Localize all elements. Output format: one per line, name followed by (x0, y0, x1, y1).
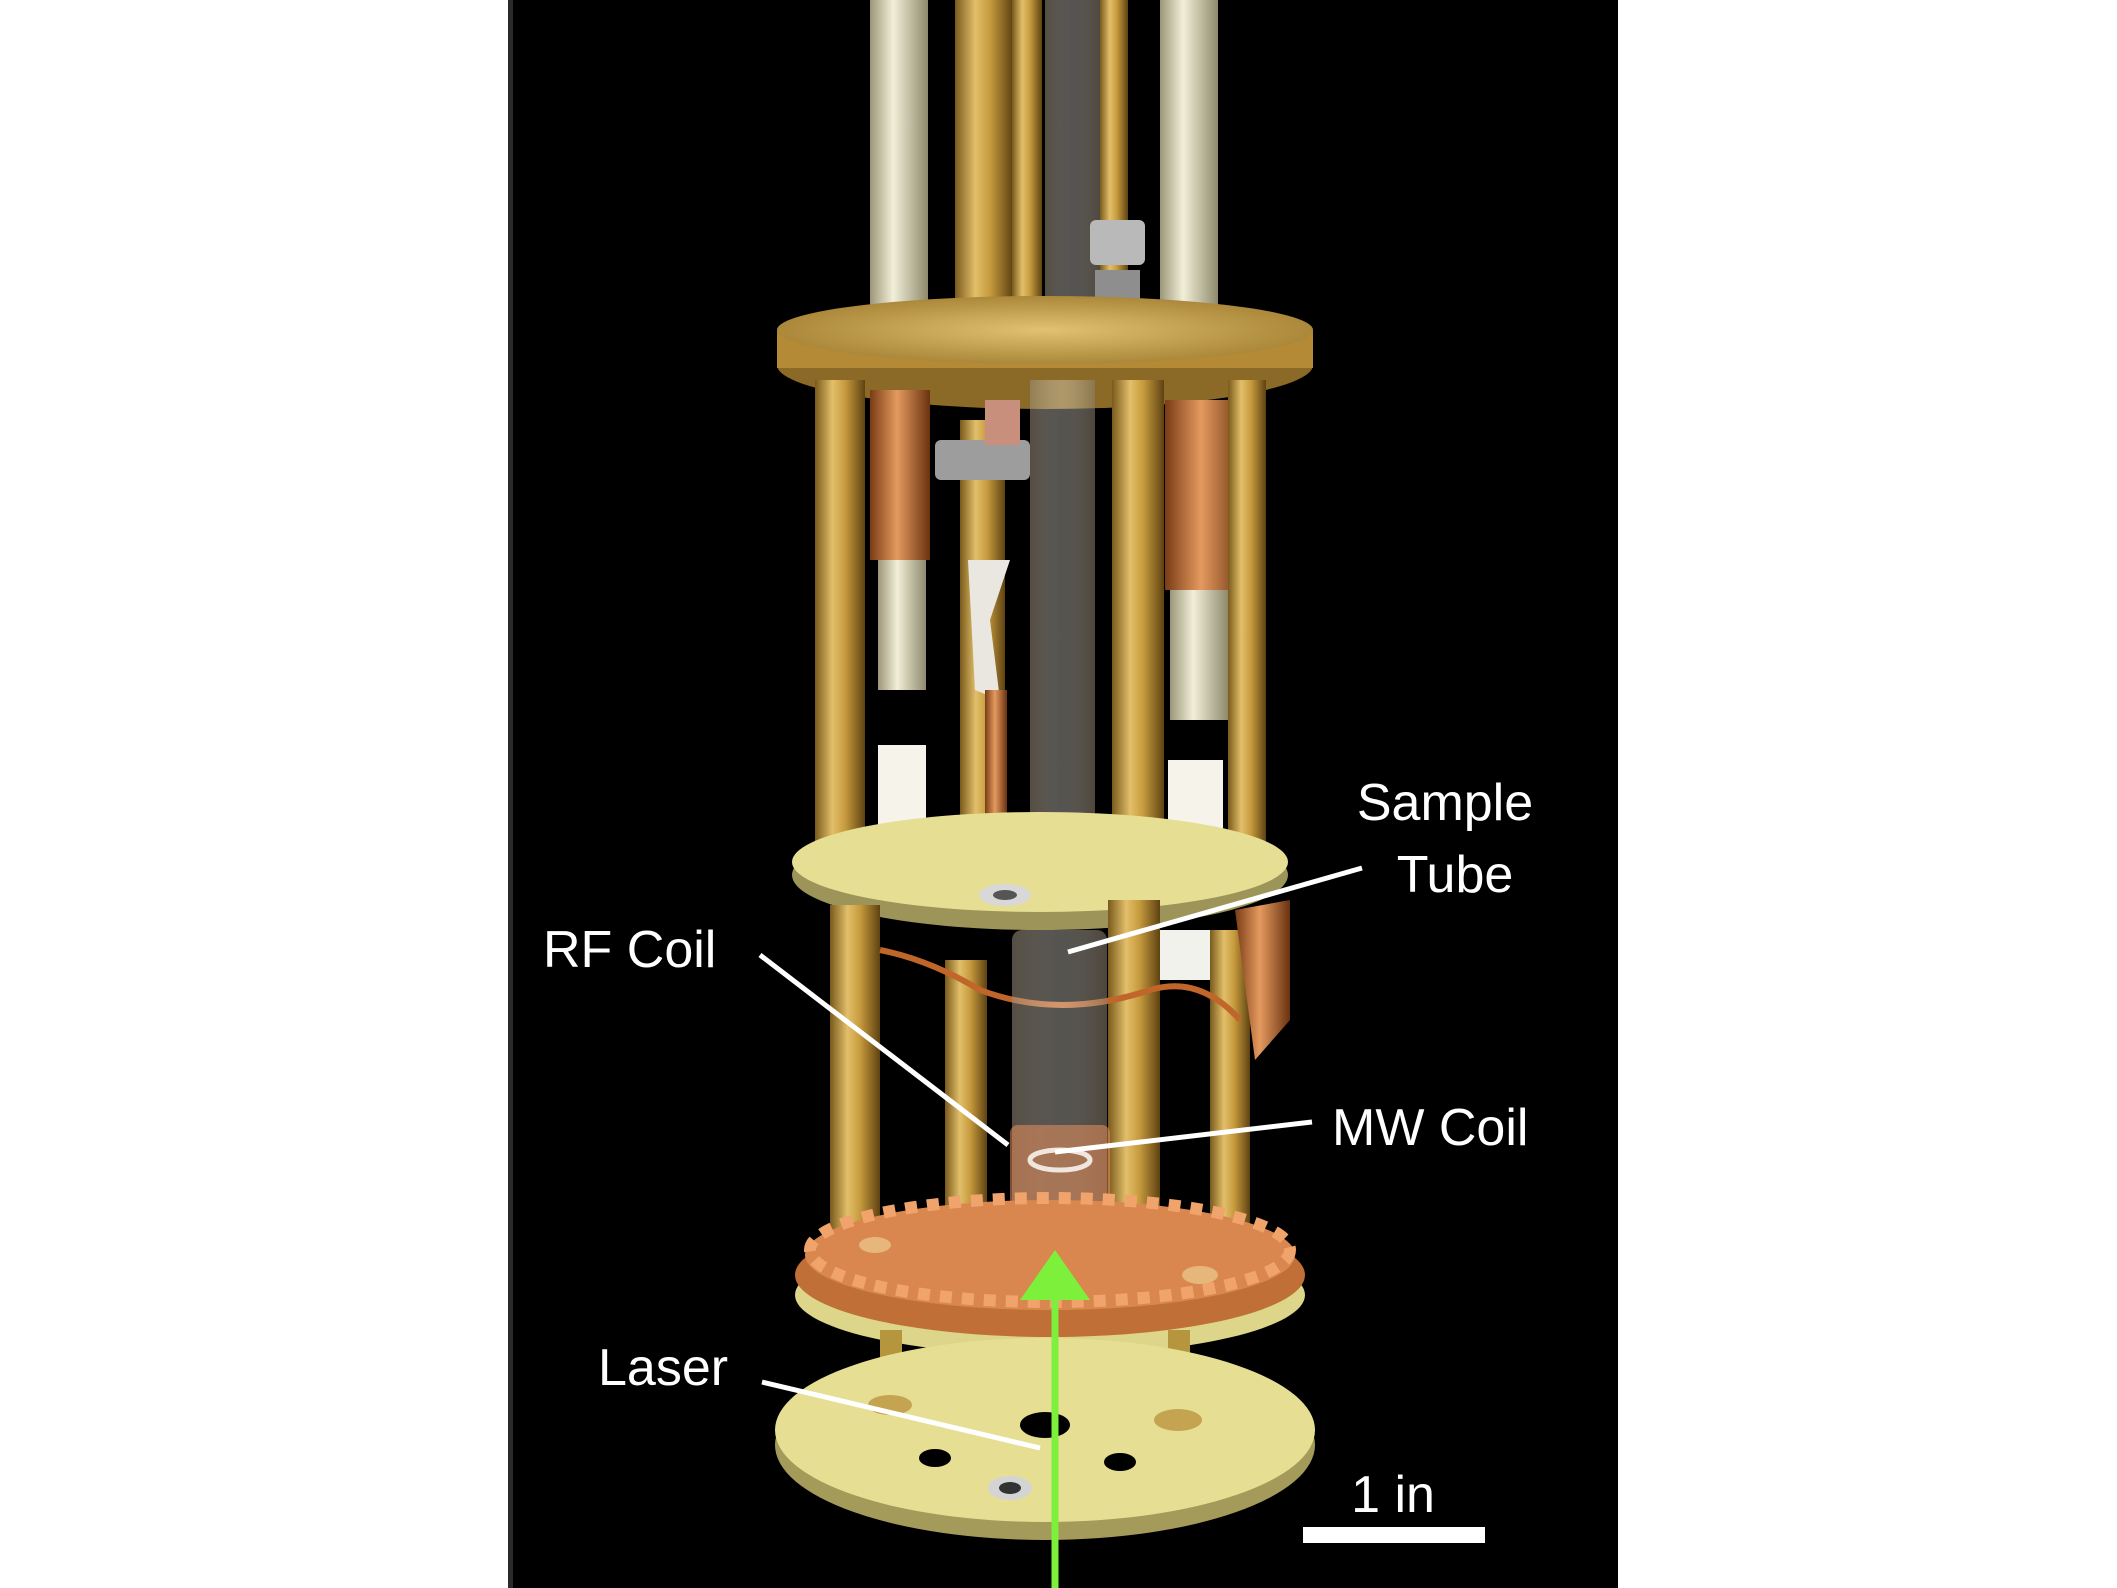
scale-bar-line (1303, 1527, 1485, 1543)
sample-tube-label-line1: Sample (1357, 774, 1533, 832)
mw-coil-label: MW Coil (1332, 1099, 1528, 1157)
laser-beam-arrow (1020, 1250, 1090, 1588)
middle-g10-board (792, 812, 1288, 930)
laser-leader (761, 1379, 1041, 1451)
photo-left-edge (508, 0, 513, 1588)
scale-bar-label: 1 in (1351, 1466, 1435, 1524)
annotation-leaders (758, 865, 1363, 1451)
upper-rods (870, 0, 1218, 335)
scale-bar: 1 in (1303, 1466, 1485, 1543)
mw-coil-leader (1054, 1119, 1313, 1155)
sample-tube-label-line2: Tube (1397, 846, 1514, 904)
laser-label: Laser (598, 1339, 728, 1397)
sample-tube-leader (1067, 865, 1363, 955)
rf-coil-label: RF Coil (543, 921, 716, 979)
top-brass-plate (777, 296, 1313, 409)
rf-coil-leader (758, 953, 1010, 1147)
